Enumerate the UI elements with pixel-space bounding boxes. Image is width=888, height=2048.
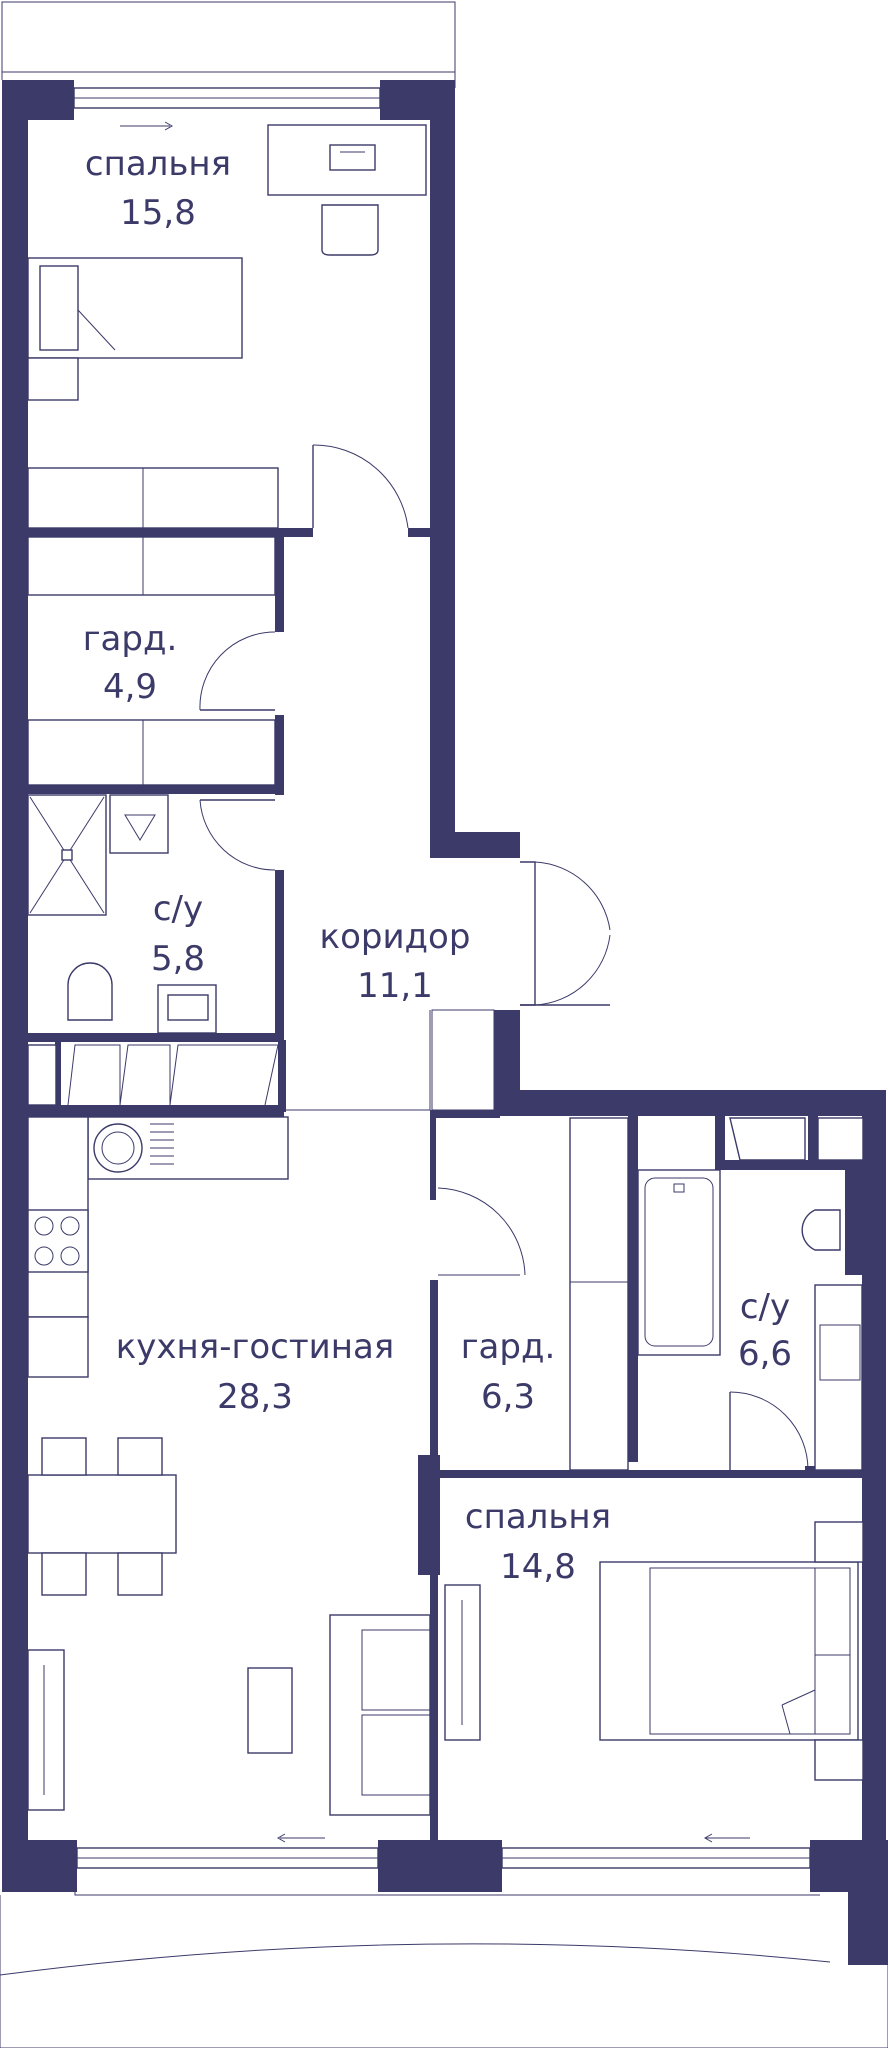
room-name: коридор [320,917,471,957]
wardrobe-1 [27,536,276,786]
bath-2-fixtures [637,1117,864,1471]
room-area: 6,3 [481,1377,535,1417]
room-label-bath-1: с/у 5,8 [151,889,205,979]
kitchen-living-furniture [27,1116,431,1843]
room-name: гард. [83,619,178,659]
bedroom-2-furniture [444,1521,864,1843]
dining-table-icon [27,1474,177,1554]
bedroom-1-furniture [27,121,427,529]
room-label-bedroom-1: спальня 15,8 [85,144,231,233]
room-name: спальня [85,144,231,184]
room-label-corridor: коридор 11,1 [320,917,471,1006]
doors [199,444,809,1471]
room-label-bedroom-2: спальня 14,8 [465,1497,611,1587]
room-name: спальня [465,1497,611,1537]
room-area: 15,8 [120,193,196,233]
room-name: кухня-гостиная [116,1327,395,1367]
balcony-top [1,1,456,88]
vent-lines [150,1123,174,1165]
walls [2,80,888,1965]
room-area: 28,3 [217,1377,293,1417]
bathtub-icon [637,1169,721,1356]
bed-icon [599,1561,859,1741]
room-area: 5,8 [151,939,205,979]
toilet-icon [801,1209,841,1251]
room-area: 6,6 [738,1334,792,1374]
room-label-wardrobe-2: гард. 6,3 [461,1327,556,1417]
room-area: 14,8 [500,1547,576,1587]
room-area: 4,9 [103,667,157,707]
room-name: с/у [153,889,203,929]
room-name: гард. [461,1327,556,1367]
room-label-wardrobe-1: гард. 4,9 [83,619,178,707]
bath-1-fixtures [27,794,279,1106]
room-name: с/у [740,1287,790,1327]
toilet-icon [67,962,113,1021]
wardrobe-2 [569,1117,629,1471]
washing-machine-icon [93,1123,143,1173]
room-label-bath-2: с/у 6,6 [738,1287,792,1374]
room-area: 11,1 [357,966,433,1006]
room-label-kitchen-living: кухня-гостиная 28,3 [116,1327,395,1417]
balcony-bottom [0,1870,888,2048]
stove-icon [27,1209,89,1273]
